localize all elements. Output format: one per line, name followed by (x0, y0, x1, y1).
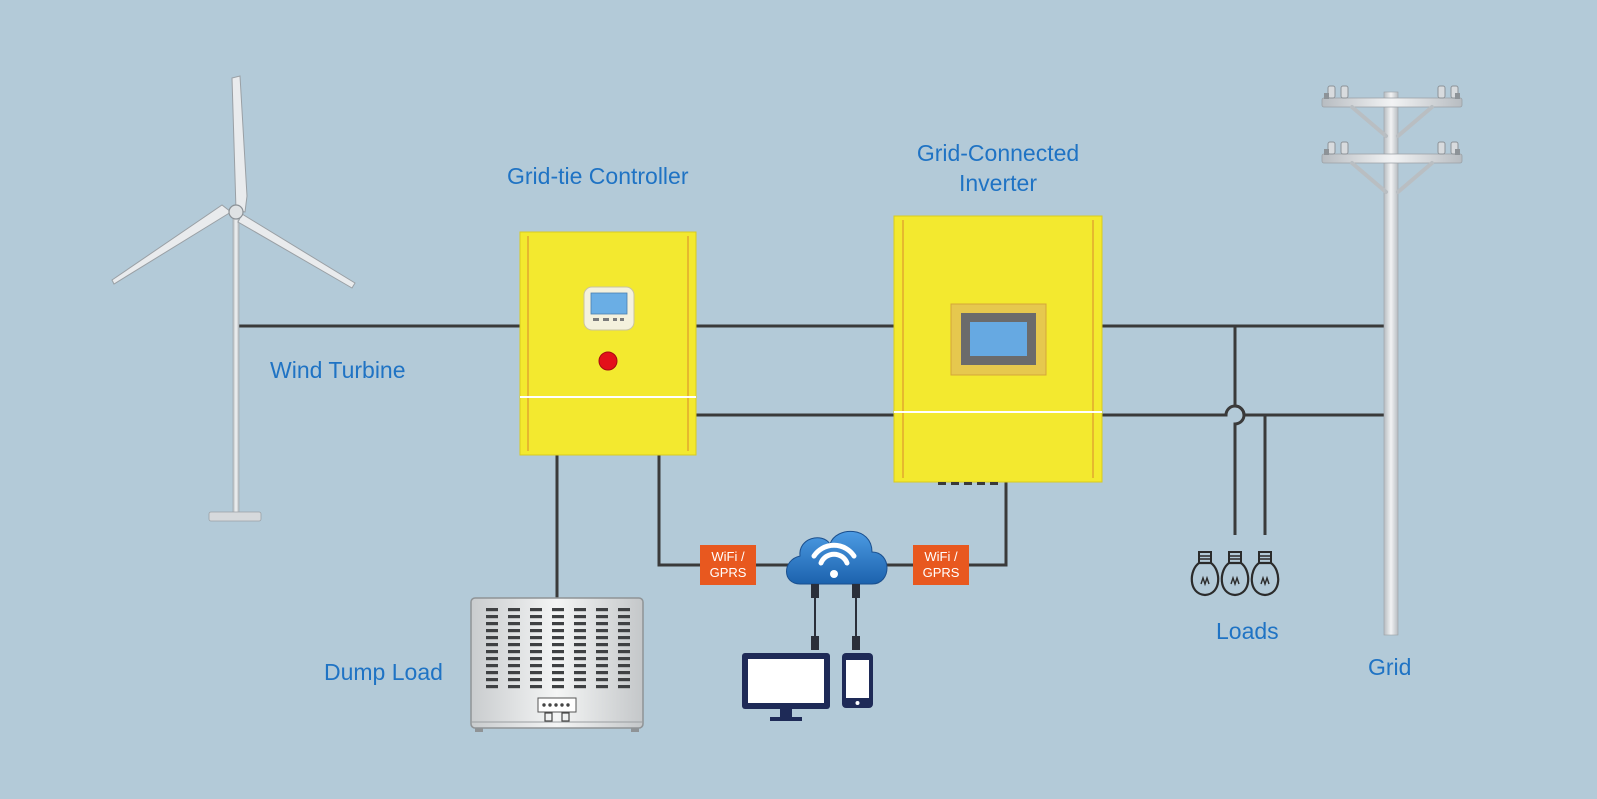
loads-bulbs (1190, 551, 1280, 597)
grid-tie-controller (519, 231, 697, 456)
inverter-display (950, 303, 1047, 376)
wifi-gprs-badge-left: WiFi / GPRS (700, 545, 756, 585)
controller-label: Grid-tie Controller (507, 163, 689, 189)
dump-load-label: Dump Load (324, 659, 443, 685)
wind-turbine-icon (111, 75, 356, 522)
wire-inverter-comm (969, 482, 1008, 567)
inverter-label-line2: Inverter (959, 170, 1037, 196)
dump-load-cabinet-icon (470, 597, 644, 732)
light-bulb-icon (1250, 551, 1280, 597)
light-bulb-icon (1190, 551, 1220, 597)
wire-controller-comm (657, 455, 700, 567)
grid-connected-inverter (893, 215, 1103, 485)
badge-left-line2: GPRS (709, 565, 747, 580)
grid-label: Grid (1368, 654, 1412, 680)
controller-display (583, 286, 635, 331)
indicator-light (598, 351, 618, 371)
wire-loads-live (1233, 326, 1246, 535)
badge-right-line2: GPRS (922, 565, 960, 580)
loads-label: Loads (1216, 618, 1279, 644)
cloud-wifi-icon (786, 530, 888, 585)
light-bulb-icon (1220, 551, 1250, 597)
wifi-gprs-badge-right: WiFi / GPRS (913, 545, 969, 585)
badge-right-line1: WiFi / (924, 549, 958, 564)
inverter-ports (938, 482, 998, 485)
device-connectors (811, 584, 860, 650)
inverter-label-line1: Grid-Connected (916, 140, 1080, 166)
badge-left-line1: WiFi / (711, 549, 745, 564)
utility-pole-icon (1321, 85, 1463, 636)
wind-turbine-label: Wind Turbine (270, 357, 406, 383)
smartphone-icon (842, 653, 873, 708)
monitor-icon (742, 653, 830, 721)
inverter-label: Grid-Connected Inverter (898, 138, 1098, 198)
